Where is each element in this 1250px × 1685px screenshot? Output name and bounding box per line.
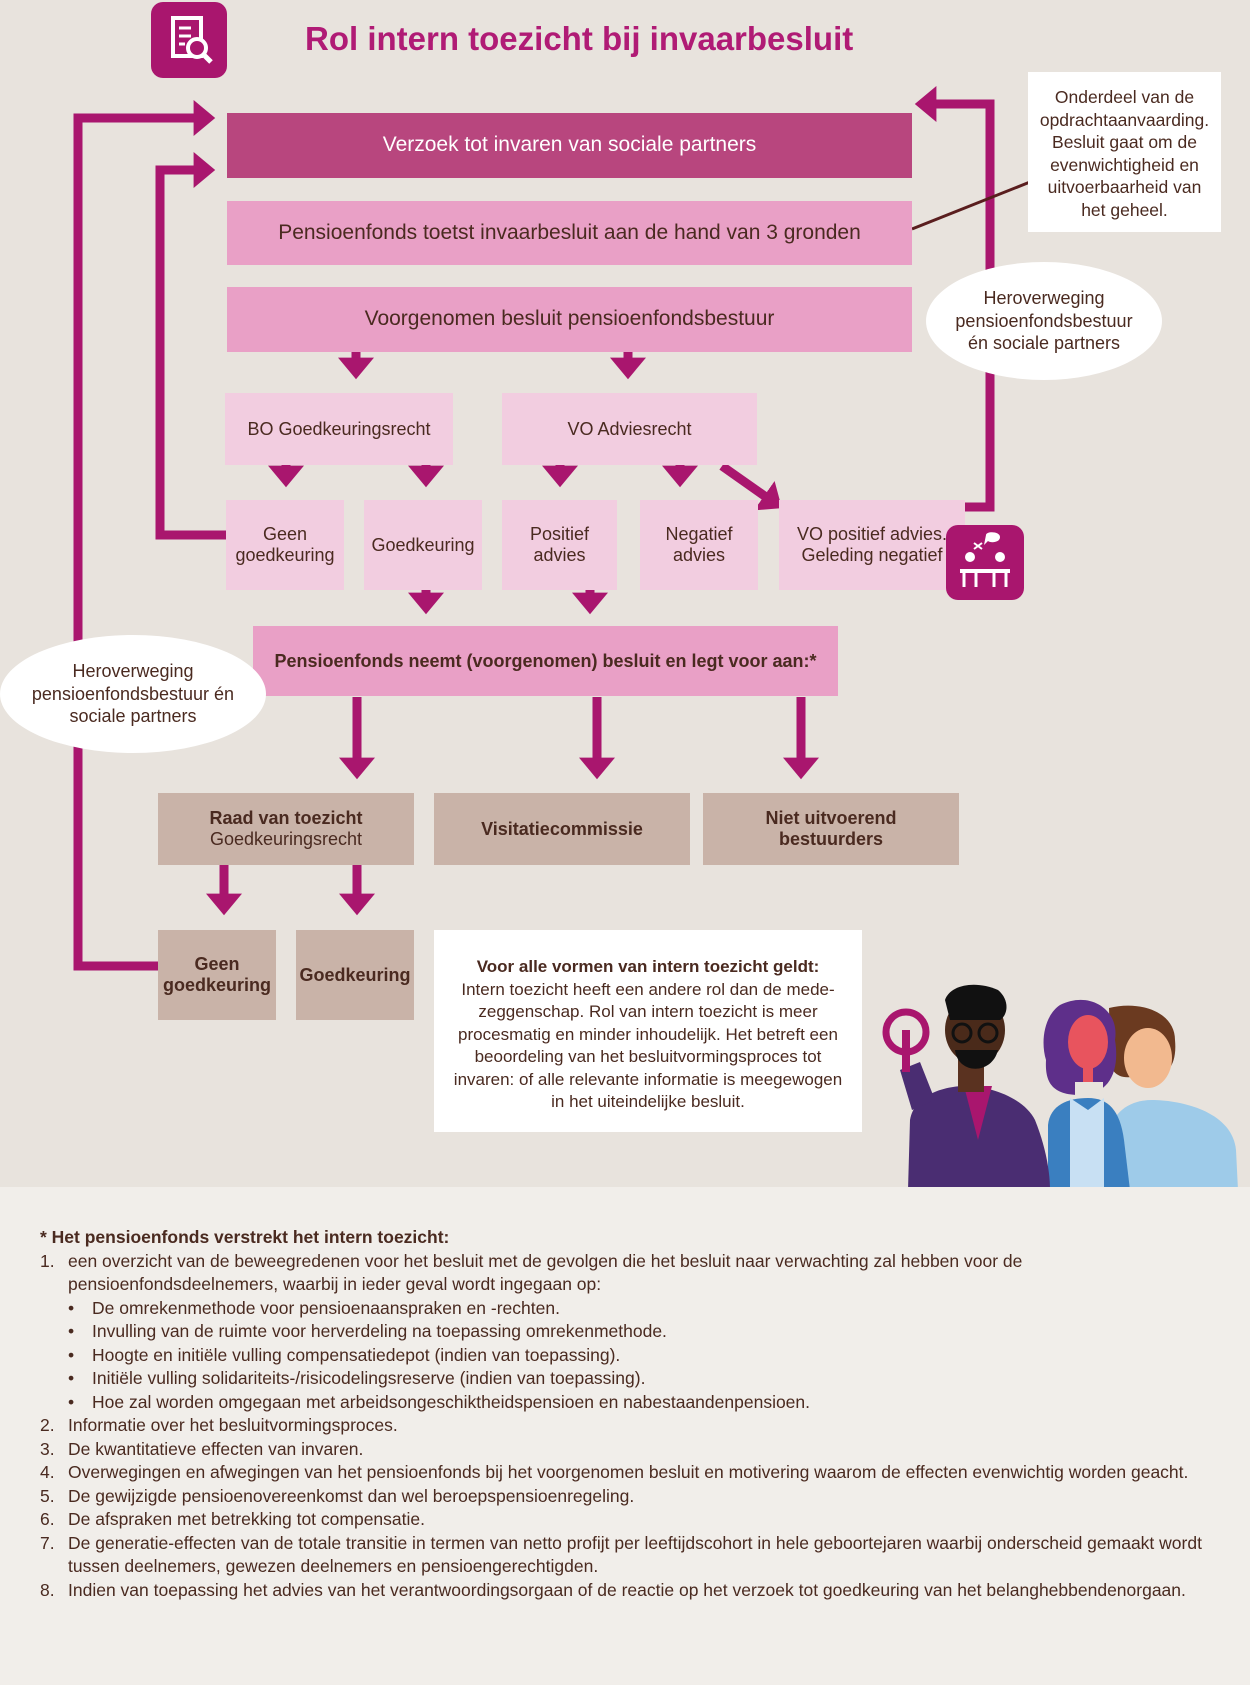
vo-box: VO Adviesrecht [502, 393, 757, 465]
intern-toezicht-note: Voor alle vormen van intern toezicht gel… [434, 930, 862, 1132]
list-item: 2.Informatie over het besluitvormingspro… [40, 1415, 398, 1435]
flow-connectors [73, 86, 1238, 1187]
geen-goedkeuring-box: Geen goedkeuring [226, 500, 344, 590]
goedkeuring-box: Goedkeuring [364, 500, 482, 590]
page-title: Rol intern toezicht bij invaarbesluit [305, 20, 854, 57]
bullet-item: •De omrekenmethode voor pensioenaansprak… [68, 1297, 560, 1318]
loop-left-inner [155, 152, 226, 540]
bullet-item: •Hoogte en initiële vulling compensatied… [68, 1344, 621, 1365]
niet-uitvoerend-box: Niet uitvoerend bestuurders [703, 793, 959, 865]
visitatiecommissie-box: Visitatiecommissie [434, 793, 690, 865]
request-box: Verzoek tot invaren van sociale partners [227, 113, 912, 178]
footnote: * Het pensioenfonds verstrekt het intern… [40, 1226, 1220, 1602]
note-title: Voor alle vormen van intern toezicht gel… [476, 957, 820, 976]
rvt-box: Raad van toezicht Goedkeuringsrecht [158, 793, 414, 865]
list-item: 5.De gewijzigde pensioenovereenkomst dan… [40, 1485, 635, 1506]
rvt-goedkeuring-box: Goedkeuring [296, 930, 414, 1020]
reconsideration-bubble-right: Heroverweging pensioenfondsbestuur én so… [926, 262, 1162, 380]
negatief-advies-box: Negatief advies [640, 500, 758, 590]
test-box: Pensioenfonds toetst invaarbesluit aan d… [227, 201, 912, 265]
bullet-item: •Hoe zal worden omgegaan met arbeidsonge… [68, 1391, 811, 1412]
rvt-geen-goedkeuring-box: Geen goedkeuring [158, 930, 276, 1020]
reconsideration-bubble-left: Heroverweging pensioenfondsbestuur én so… [0, 635, 266, 753]
meeting-discussion-icon [946, 525, 1024, 600]
bullet-item: •Invulling van de ruimte voor herverdeli… [68, 1321, 667, 1341]
fund-decision-box: Pensioenfonds neemt (voorgenomen) beslui… [253, 626, 838, 696]
vo-mixed-box: VO positief advies. Geleding negatief [779, 500, 965, 590]
list-item: 6.De afspraken met betrekking tot compen… [40, 1509, 425, 1529]
note-text: Intern toezicht heeft een andere rol dan… [453, 979, 843, 1112]
bo-box: BO Goedkeuringsrecht [225, 393, 453, 465]
rvt-title: Raad van toezicht [209, 808, 363, 829]
list-item: 7.De generatie-effecten van de totale tr… [40, 1532, 1202, 1577]
list-item: 8.Indien van toepassing het advies van h… [40, 1579, 1186, 1600]
rvt-subtitle: Goedkeuringsrecht [209, 829, 363, 849]
proposed-decision-box: Voorgenomen besluit pensioenfondsbestuur [227, 287, 912, 352]
positief-advies-box: Positief advies [502, 500, 617, 590]
people-illustration [882, 984, 1238, 1187]
loop-left-outer [73, 100, 216, 971]
bullet-item: •Initiële vulling solidariteits-/risicod… [68, 1368, 646, 1388]
list-item: 4.Overwegingen en afwegingen van het pen… [40, 1462, 1189, 1482]
footnote-heading: * Het pensioenfonds verstrekt het intern… [40, 1227, 450, 1247]
list-item: 3.De kwantitatieve effecten van invaren. [40, 1438, 364, 1459]
top-note: Onderdeel van de opdrachtaanvaarding. Be… [1028, 72, 1221, 232]
list-item: 1.een overzicht van de beweegredenen voo… [40, 1250, 1023, 1295]
document-search-icon [151, 2, 227, 78]
footnote-area [0, 1187, 1250, 1685]
